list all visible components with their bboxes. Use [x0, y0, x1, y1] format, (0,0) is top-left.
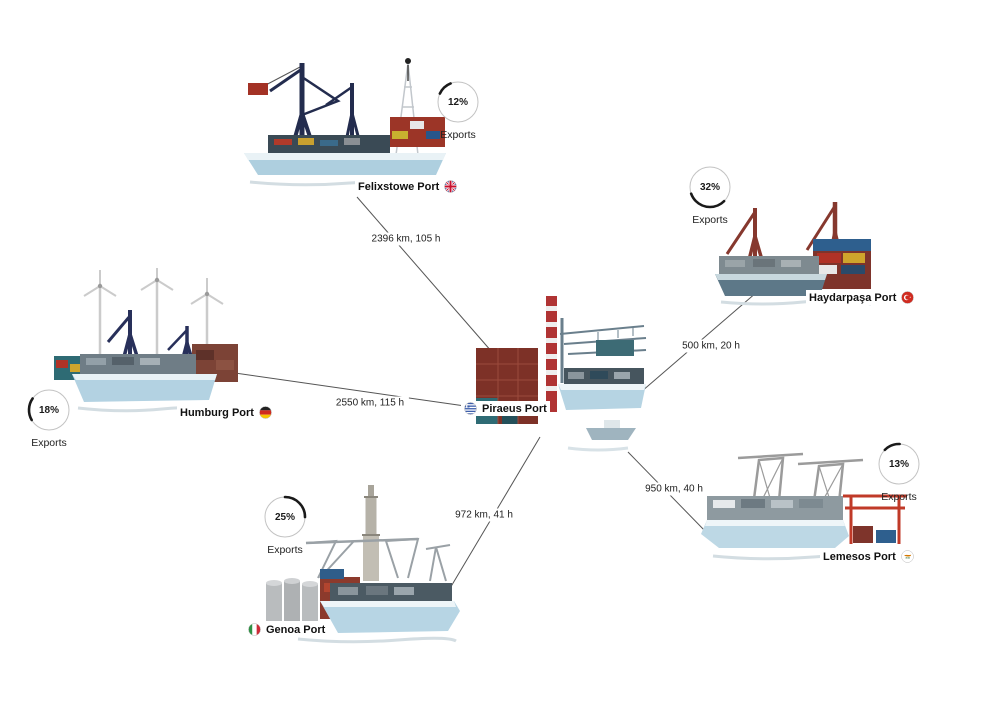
silos-icon — [266, 578, 318, 621]
boat-icon — [586, 420, 636, 440]
water-icon — [297, 636, 457, 644]
ship-icon — [320, 583, 460, 633]
exports-caption: Exports — [31, 437, 67, 449]
exports-percent: 32% — [699, 181, 720, 193]
exports-caption: Exports — [440, 129, 476, 141]
hanging-container-icon — [596, 340, 634, 356]
route-label-lemesos: 950 km, 40 h — [640, 482, 708, 496]
piraeus-port-illustration — [476, 296, 647, 452]
gauge-ring-icon — [436, 80, 480, 124]
containers-icon — [390, 117, 445, 147]
exports-gauge-haydarpasa: 32% Exports — [687, 164, 733, 226]
gauge-ring-icon — [27, 388, 71, 432]
port-name: Felixstowe Port — [358, 180, 440, 193]
exports-caption: Exports — [881, 491, 917, 503]
gantry-crane-icon — [843, 494, 907, 544]
port-label-lemesos: Lemesos Port — [820, 549, 917, 564]
containers-icon — [813, 239, 871, 289]
port-label-piraeus: Piraeus Port — [461, 401, 550, 416]
ship-icon — [715, 256, 827, 296]
port-name: Genoa Port — [266, 623, 326, 636]
germany-flag-icon — [259, 406, 272, 419]
gauge-ring-icon — [877, 442, 921, 486]
port-label-felixstowe: Felixstowe Port — [355, 179, 461, 194]
hanging-container-icon — [248, 66, 301, 95]
ship-icon — [72, 354, 217, 402]
node-felixstowe — [240, 55, 455, 200]
route-label-felixstowe: 2396 km, 105 h — [366, 232, 446, 246]
exports-caption: Exports — [692, 214, 728, 226]
route-label-haydarpasa: 500 km, 20 h — [677, 339, 745, 353]
port-name: Lemesos Port — [823, 550, 896, 563]
exports-caption: Exports — [267, 544, 303, 556]
port-name: Haydarpaşa Port — [809, 291, 897, 304]
route-line-humburg-piraeus — [227, 371, 466, 407]
port-label-humburg: Humburg Port — [177, 405, 275, 420]
exports-gauge-humburg: 18% Exports — [26, 387, 72, 449]
lighthouse-icon — [362, 485, 380, 581]
exports-percent: 25% — [274, 511, 295, 523]
node-haydarpasa — [713, 196, 878, 311]
exports-gauge-lemesos: 13% Exports — [876, 441, 922, 503]
ship-icon — [701, 496, 849, 548]
exports-percent: 18% — [38, 404, 59, 416]
felixstowe-port-illustration — [244, 58, 446, 187]
exports-percent: 12% — [447, 96, 468, 108]
node-piraeus — [468, 288, 648, 458]
turkey-flag-icon — [901, 291, 915, 304]
ship-icon — [244, 135, 446, 175]
gauge-ring-icon — [688, 165, 732, 209]
route-line-felixstowe-piraeus — [356, 196, 493, 353]
route-label-humburg: 2550 km, 115 h — [330, 396, 410, 410]
ship-icon — [558, 368, 646, 410]
crane-icon — [737, 452, 864, 523]
port-name: Humburg Port — [180, 406, 254, 419]
genoa-port-illustration — [266, 485, 460, 644]
port-label-haydarpasa: Haydarpaşa Port — [806, 290, 918, 305]
uk-flag-icon — [444, 180, 458, 193]
exports-percent: 13% — [888, 458, 909, 470]
route-label-genoa: 972 km, 41 h — [450, 508, 518, 522]
node-genoa — [258, 483, 463, 651]
containers-icon — [853, 526, 896, 543]
gauge-ring-icon — [263, 495, 307, 539]
haydarpasa-port-illustration — [715, 202, 872, 306]
greece-flag-icon — [464, 402, 477, 415]
exports-gauge-genoa: 25% Exports — [262, 494, 308, 556]
cyprus-flag-icon — [901, 550, 914, 563]
italy-flag-icon — [248, 623, 261, 636]
exports-gauge-felixstowe: 12% Exports — [435, 79, 481, 141]
node-humburg — [52, 268, 242, 423]
port-label-genoa: Genoa Port — [245, 622, 329, 637]
water-icon — [567, 446, 629, 452]
port-name: Piraeus Port — [482, 402, 547, 415]
humburg-port-illustration — [54, 268, 238, 413]
chimney-icon — [546, 296, 557, 412]
